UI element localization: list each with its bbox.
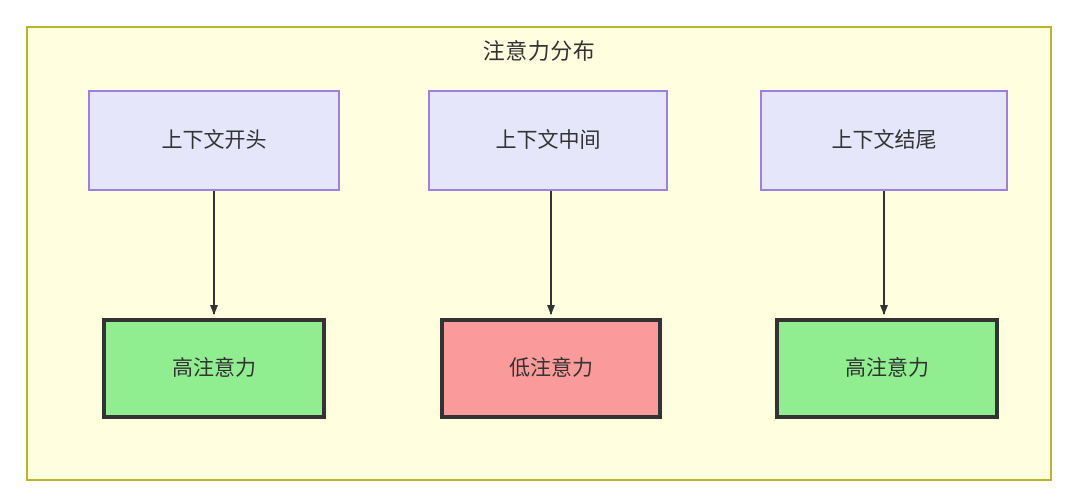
node-attention-start[interactable]: 高注意力 — [102, 318, 326, 419]
node-context-middle[interactable]: 上下文中间 — [428, 90, 668, 191]
node-attention-middle[interactable]: 低注意力 — [440, 318, 662, 419]
node-attention-end-label: 高注意力 — [845, 356, 929, 380]
subgraph-title: 注意力分布 — [482, 39, 596, 64]
node-context-end-label: 上下文结尾 — [831, 128, 937, 152]
node-context-end[interactable]: 上下文结尾 — [760, 90, 1008, 191]
node-context-middle-label: 上下文中间 — [495, 128, 601, 152]
node-attention-end[interactable]: 高注意力 — [775, 318, 999, 419]
node-attention-middle-label: 低注意力 — [509, 356, 593, 380]
node-context-start-label: 上下文开头 — [161, 128, 267, 152]
node-attention-start-label: 高注意力 — [172, 356, 256, 380]
node-context-start[interactable]: 上下文开头 — [88, 90, 340, 191]
